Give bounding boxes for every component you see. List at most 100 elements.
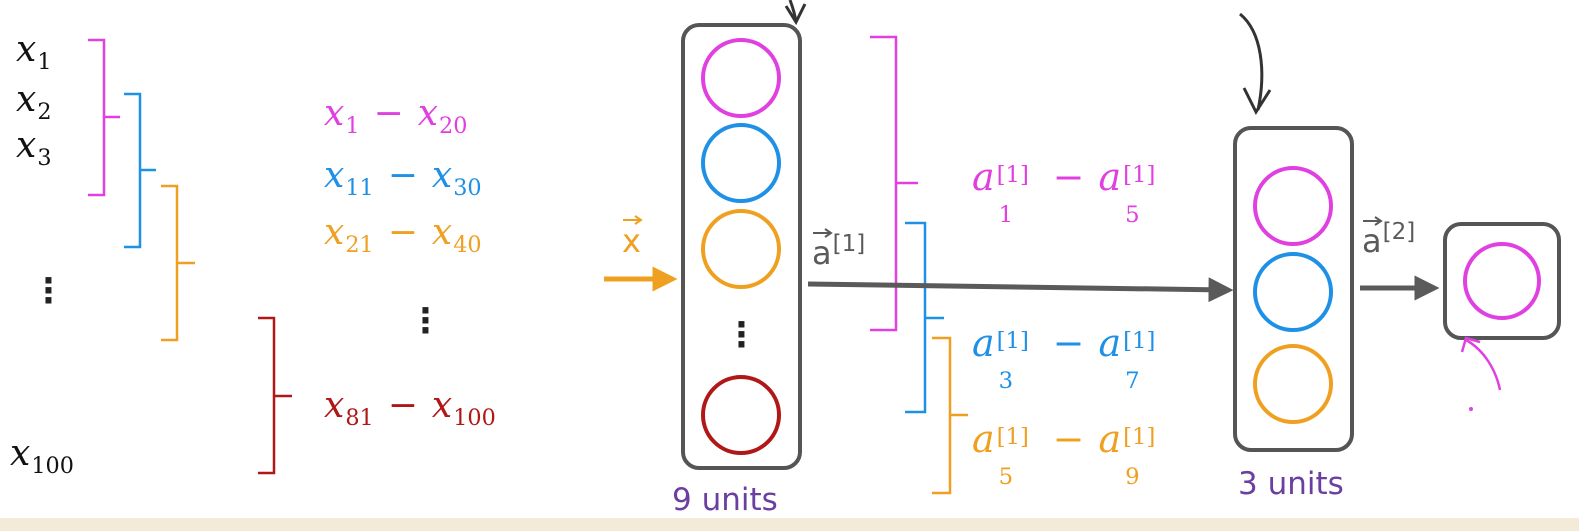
vector-a1-text: a xyxy=(812,234,832,272)
vector-x-label: x xyxy=(622,222,641,260)
layer1-units-label: 9 units xyxy=(672,482,778,518)
input-x3-subscript: 3 xyxy=(37,144,52,171)
bracket-x21-x40 xyxy=(161,184,195,342)
range-from-subscript: 81 xyxy=(345,404,374,431)
layer2-units-label: 3 units xyxy=(1238,466,1344,502)
input-x100-subscript: 100 xyxy=(31,452,74,479)
vector-a2-overarrow xyxy=(1362,213,1384,226)
annotation-arrow-layer2 xyxy=(1239,12,1264,111)
layer2-neuron xyxy=(1253,344,1333,424)
range-to-symbol: x xyxy=(417,93,438,134)
range-dash: − xyxy=(387,212,418,253)
activation-dash: − xyxy=(1052,321,1085,365)
activation-from-superscript: [1] xyxy=(996,162,1029,188)
range-to-subscript: 100 xyxy=(453,404,496,431)
range-from-symbol: x xyxy=(324,212,345,253)
bracket-a3-a7 xyxy=(905,221,944,414)
range-x81-x100: x81−x100 xyxy=(324,388,496,429)
activation-dash: − xyxy=(1052,155,1085,199)
annotation-arrowhead-output xyxy=(1460,336,1481,353)
activation-to-symbol: a xyxy=(1098,155,1122,199)
activation-to-symbol: a xyxy=(1098,321,1122,365)
range-from-subscript: 21 xyxy=(345,231,374,258)
activation-from-subscript: 1 xyxy=(998,202,1014,228)
layer1-box xyxy=(681,23,802,470)
range-from-symbol: x xyxy=(324,93,345,134)
bracket-a1-a5 xyxy=(870,35,918,332)
annotation-arrowhead-layer2 xyxy=(1242,87,1272,116)
range-dash: − xyxy=(387,155,418,196)
range-from-subscript: 11 xyxy=(345,174,374,201)
activation-to-superscript: [1] xyxy=(1123,162,1156,188)
layer1-neuron xyxy=(701,209,781,289)
output-neuron xyxy=(1463,242,1541,320)
vector-arrow-icon xyxy=(623,215,643,225)
layer1-to-layer2-arrow xyxy=(807,277,1234,303)
activation-to-subscript: 9 xyxy=(1125,464,1140,490)
range-x11-x30: x11−x30 xyxy=(324,158,482,199)
layer2-neuron xyxy=(1253,166,1333,246)
bottom-strip xyxy=(0,518,1579,531)
annotation-arrow-output xyxy=(1465,338,1502,391)
bracket-x81-x100 xyxy=(258,316,292,475)
input-x1: x1 xyxy=(16,32,52,73)
vector-a2-text: a xyxy=(1362,222,1382,260)
input-x2-subscript: 2 xyxy=(37,98,52,125)
input-x3: x3 xyxy=(16,128,52,169)
input-x3-symbol: x xyxy=(16,125,37,166)
bracket-x1-x20 xyxy=(88,38,120,197)
vector-arrow-icon xyxy=(1363,216,1383,226)
bracket-x11-x30 xyxy=(124,92,156,249)
range-from-subscript: 1 xyxy=(345,112,360,139)
range-x21-x40: x21−x40 xyxy=(324,215,482,256)
annotation-arrowhead-layer1 xyxy=(784,3,807,26)
input-ellipsis: ··· xyxy=(42,261,55,322)
layer1-neuron xyxy=(701,38,781,118)
vector-x-overarrow xyxy=(622,212,643,225)
range-from-symbol: x xyxy=(324,385,345,426)
vector-arrow-icon xyxy=(813,228,833,238)
activation-to-subscript: 5 xyxy=(1125,202,1140,228)
activation-range-a1-a5: a[1]1−a[1]5 xyxy=(972,155,1155,226)
range-to-subscript: 20 xyxy=(439,112,468,139)
input-x100-symbol: x xyxy=(10,433,31,474)
layer1-neuron xyxy=(701,375,781,455)
vector-x-text: x xyxy=(622,222,641,260)
input-x1-subscript: 1 xyxy=(37,48,52,75)
activation-from-subscript: 3 xyxy=(998,368,1014,394)
activation-from-subscript: 5 xyxy=(998,464,1014,490)
range-dash: − xyxy=(373,93,404,134)
range-to-subscript: 40 xyxy=(453,231,482,258)
input-x2-symbol: x xyxy=(16,79,37,120)
range-ellipsis: ··· xyxy=(419,291,432,352)
activation-from-superscript: [1] xyxy=(996,328,1029,354)
activation-to-subscript: 7 xyxy=(1125,368,1140,394)
vector-a1-overarrow xyxy=(812,225,834,238)
input-x1-symbol: x xyxy=(16,29,37,70)
range-x1-x20: x1−x20 xyxy=(324,96,467,137)
output-box xyxy=(1443,222,1561,340)
activation-to-symbol: a xyxy=(1098,417,1122,461)
activation-to-superscript: [1] xyxy=(1123,328,1156,354)
activation-to-superscript: [1] xyxy=(1123,424,1156,450)
bracket-a5-a9 xyxy=(932,336,968,495)
layer1-ellipsis: ··· xyxy=(735,305,748,366)
vector-a2-label: a[2] xyxy=(1362,219,1415,260)
layer2-box xyxy=(1233,126,1354,452)
range-to-subscript: 30 xyxy=(453,174,482,201)
activation-range-a3-a7: a[1]3−a[1]7 xyxy=(972,321,1155,392)
range-from-symbol: x xyxy=(324,155,345,196)
input-x100: x100 xyxy=(10,436,74,477)
activation-dash: − xyxy=(1052,417,1085,461)
range-to-symbol: x xyxy=(431,155,453,196)
annotation-dot xyxy=(1469,407,1473,411)
activation-from-symbol: a xyxy=(972,417,995,461)
activation-from-symbol: a xyxy=(972,321,995,365)
vector-a1-label: a[1] xyxy=(812,231,865,272)
layer2-neuron xyxy=(1253,252,1333,332)
input-x2: x2 xyxy=(16,82,52,123)
activation-from-symbol: a xyxy=(972,155,995,199)
layer1-neuron xyxy=(701,123,781,203)
